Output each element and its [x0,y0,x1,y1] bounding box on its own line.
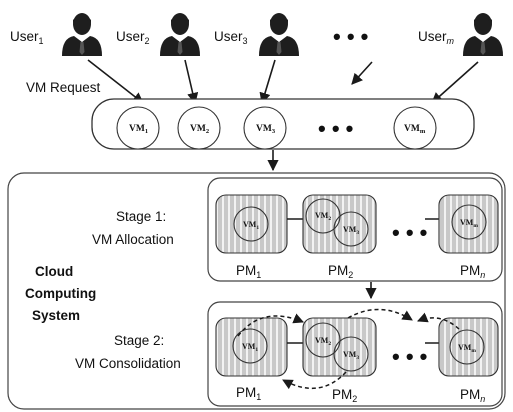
stage-1-pm-1: VM1 [215,194,288,254]
pool-ellipsis: • • • [318,116,353,141]
stage-1-pm-2: VM2 VM3 [302,194,377,254]
stage-1-ellipsis: • • • [392,220,427,245]
migration-arrows [237,308,460,390]
system-label-line-3: System [32,308,80,323]
request-vm-2: VM2 [177,106,221,150]
vm-label: VM3 [256,124,276,135]
user-2: User2 [116,13,200,56]
user-1: User1 [10,13,102,56]
vm-label: VM3 [343,225,359,236]
vm-label: VM2 [190,124,209,135]
migration-arrow-pm1-to-pm2 [237,313,304,337]
user-label: User1 [10,29,44,46]
stage-2-title: Stage 2: [114,333,164,348]
stage-2-subtitle: VM Consolidation [75,356,181,371]
vm-label: VM2 [315,336,331,347]
user-label: Userm [418,29,455,46]
user-m: Userm [418,13,503,56]
stage-1-title: Stage 1: [116,209,166,224]
user-icon [259,13,299,56]
vm-label: VMm [458,343,476,354]
users-ellipsis: • • • [333,24,368,49]
stage-1: Stage 1: VM Allocation VM1 VM2 VM3 • • •… [92,177,503,282]
vm-request-label: VM Request [26,80,101,95]
pm-label: PMn [460,263,485,280]
vm-label: VMm [404,124,426,135]
user-label: User3 [214,29,248,46]
user-icon [62,13,102,56]
request-vm-m: VMm [393,106,437,150]
pm-label: PM1 [236,385,261,402]
request-arrows [87,59,479,105]
vm-label: VM1 [243,220,259,231]
request-vm-1: VM1 [116,106,160,150]
user-3: User3 [214,13,299,56]
pm-label: PM2 [328,263,353,280]
pm-label: PM1 [236,263,261,280]
stage-2: Stage 2: VM Consolidation VM1 VM2 VM3 • … [75,301,503,407]
users-row: User1 User2 User3 • • • Userm [10,13,503,56]
stage-2-ellipsis: • • • [392,344,427,369]
vm-label: VM1 [129,124,148,135]
pm-label: PM2 [332,387,357,404]
stage-1-subtitle: VM Allocation [92,232,174,247]
user-icon [160,13,200,56]
vm-request-pool: VM1 VM2 VM3 • • • VMm [91,98,475,150]
system-label-line-2: Computing [25,286,96,301]
system-label-line-1: Cloud [35,264,73,279]
user-icon [463,13,503,56]
stage-1-pm-n: VMm [438,194,499,254]
vm-label: VM2 [315,211,331,222]
pm-label: PMn [460,387,485,404]
stage-2-pm-2: VM2 VM3 [302,317,377,377]
vm-label: VM1 [242,342,258,353]
vm-label: VMm [460,218,478,229]
stage-2-pm-n: VMm [438,317,499,377]
stage-2-pm-1: VM1 [215,317,288,377]
request-vm-3: VM3 [243,106,287,150]
migration-arrow-pmn-back [417,312,460,330]
system-label: Cloud Computing System [25,264,96,323]
user-label: User2 [116,29,150,46]
vm-label: VM3 [343,350,359,361]
